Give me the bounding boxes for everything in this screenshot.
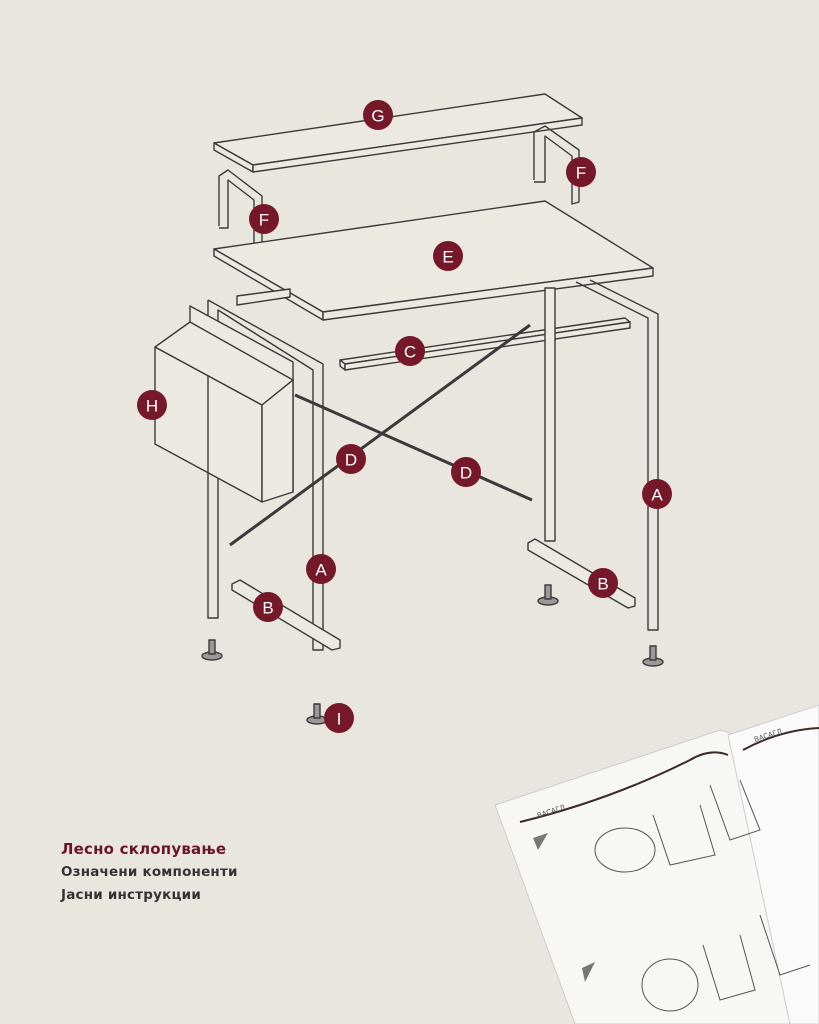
svg-text:B: B [597,575,608,594]
svg-text:F: F [576,164,586,183]
svg-text:G: G [371,107,384,126]
label-c: C [395,336,425,366]
svg-text:A: A [315,561,327,580]
svg-text:D: D [345,451,357,470]
instruction-booklet: ВАСАГЛ ВАСАГЛ [490,700,819,1024]
label-b-right: B [588,568,618,598]
svg-text:F: F [259,211,269,230]
part-i-levelers [201,584,664,725]
svg-text:E: E [442,248,453,267]
label-a-right: A [642,479,672,509]
svg-text:B: B [262,599,273,618]
feature-list: Лесно склопување Означени компоненти Јас… [61,838,238,907]
svg-text:A: A [651,486,663,505]
label-g: G [363,100,393,130]
feature-clear-instructions: Јасни инструкции [61,887,201,903]
label-f-right: F [566,157,596,187]
label-i: I [324,703,354,733]
part-c-beam [339,317,631,371]
label-a-left: A [306,554,336,584]
svg-text:C: C [404,343,416,362]
svg-text:H: H [146,397,158,416]
feature-easy-assembly: Лесно склопување [61,840,227,858]
part-h-bag [154,305,294,503]
label-d-right: D [451,457,481,487]
label-f-left: F [249,204,279,234]
part-f-bracket-right [533,125,580,205]
part-e-desktop [213,200,654,321]
label-b-left: B [253,592,283,622]
feature-labeled-components: Означени компоненти [61,864,238,880]
part-g-shelf [213,93,583,173]
label-e: E [433,241,463,271]
svg-text:I: I [337,710,342,729]
label-d-left: D [336,444,366,474]
svg-text:D: D [460,464,472,483]
label-h: H [137,390,167,420]
